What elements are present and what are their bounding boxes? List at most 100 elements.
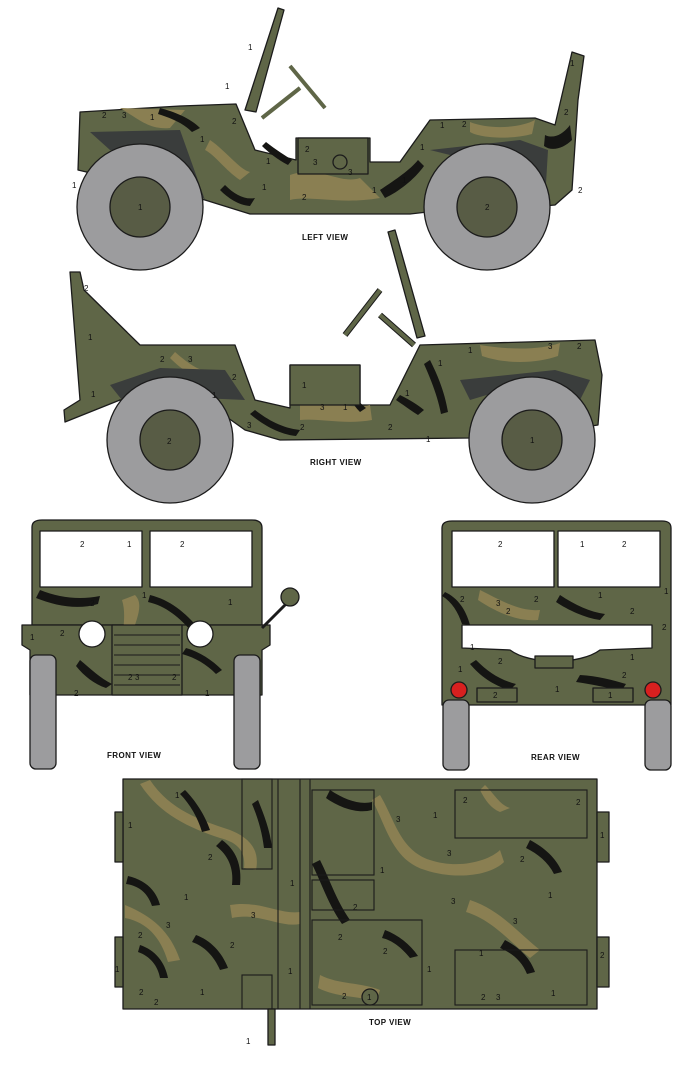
camo-blotch	[326, 790, 372, 812]
camo-blotch	[312, 860, 350, 924]
camo-label: 2	[485, 203, 490, 212]
camo-label: 2	[564, 108, 569, 117]
camo-label: 1	[150, 113, 155, 122]
camo-band	[372, 795, 504, 876]
camo-blotch	[576, 675, 626, 690]
camo-blotch	[126, 876, 160, 906]
hood-side-left	[114, 811, 124, 863]
camo-label: 1	[72, 181, 77, 190]
camo-label: 1	[248, 43, 253, 52]
camo-blotch	[192, 935, 228, 970]
camo-label: 1	[630, 653, 635, 662]
camo-label: 1	[288, 967, 293, 976]
camo-label: 2	[353, 903, 358, 912]
rear-right-tire	[644, 699, 672, 771]
front-view-caption: FRONT VIEW	[107, 751, 161, 760]
top-view-caption: TOP VIEW	[369, 1018, 411, 1027]
camo-label: 2	[577, 342, 582, 351]
camo-label: 2	[630, 607, 635, 616]
camo-label: 2	[160, 355, 165, 364]
camo-label: 2	[84, 284, 89, 293]
camo-blotch	[396, 395, 424, 415]
camo-blotch	[442, 592, 470, 625]
camo-label: 1	[570, 59, 575, 68]
camo-blotch	[252, 800, 272, 848]
camo-label: 1	[205, 689, 210, 698]
left-taillight	[450, 681, 468, 699]
camo-label: 2	[576, 798, 581, 807]
camo-band	[205, 140, 250, 180]
camo-label: 2	[342, 992, 347, 1001]
rear-left-tire	[442, 699, 470, 771]
camo-label: 1	[433, 811, 438, 820]
camo-label: 1	[128, 821, 133, 830]
camo-band	[140, 780, 257, 870]
camo-blotch	[220, 185, 255, 206]
camo-label: 1	[479, 949, 484, 958]
rear-step-right	[592, 687, 634, 703]
camo-label: 1	[580, 540, 585, 549]
windshield-glass-left	[39, 530, 143, 588]
camo-label: 2	[302, 193, 307, 202]
camo-label: 2	[138, 931, 143, 940]
camo-label: 2	[167, 437, 172, 446]
camo-blotch	[382, 930, 418, 958]
camo-label: 1	[530, 436, 535, 445]
camo-band	[480, 785, 510, 812]
camo-label: 2	[154, 998, 159, 1007]
camo-label: 2	[662, 623, 667, 632]
camo-label: 2	[498, 540, 503, 549]
tailgate-plate	[534, 655, 574, 669]
camo-band	[300, 403, 372, 422]
spare-mount-top	[596, 811, 610, 863]
camo-band	[290, 172, 380, 201]
camo-label: 1	[138, 203, 143, 212]
camo-label: 2	[80, 540, 85, 549]
camo-blotch	[500, 940, 535, 974]
camo-label: 1	[664, 587, 669, 596]
front-view: 2 1 2 2 1 1 1 2 2 3 2 2 1 FRONT VIEW	[21, 519, 300, 770]
rear-glass-right	[557, 530, 661, 588]
mirror	[280, 587, 300, 607]
camo-label: 2	[305, 145, 310, 154]
top-view: 1 1 2 1 3 2 1 2 2 3 2 1 1 3 1 1 2 3 2 2 …	[114, 778, 610, 1046]
camo-label: 3	[251, 911, 256, 920]
right-front-wheel	[468, 376, 596, 504]
camo-label: 1	[91, 390, 96, 399]
camo-blotch	[182, 648, 222, 674]
camo-blotch	[424, 360, 448, 414]
camo-blotch	[262, 142, 292, 165]
camo-label: 2	[578, 186, 583, 195]
camo-label: 2	[462, 120, 467, 129]
camo-label: 2	[498, 657, 503, 666]
camo-label: 2	[520, 855, 525, 864]
camo-blotch	[148, 595, 200, 632]
camo-band	[230, 903, 300, 925]
left-front-wheel	[76, 143, 204, 271]
camo-label: 1	[468, 346, 473, 355]
camo-blotch	[158, 108, 200, 132]
camo-label: 2	[481, 993, 486, 1002]
camo-label: 3	[548, 342, 553, 351]
camo-blotch	[250, 410, 300, 436]
camo-label: 2	[139, 988, 144, 997]
camo-label: 1	[212, 391, 217, 400]
camo-blotch	[556, 595, 605, 620]
camo-label: 3	[247, 421, 252, 430]
camo-band	[470, 120, 535, 138]
camo-label: 2	[460, 595, 465, 604]
right-headlight	[186, 620, 214, 648]
camo-label: 2	[60, 629, 65, 638]
camo-label: 1	[200, 135, 205, 144]
rear-view-caption: REAR VIEW	[531, 753, 580, 762]
camo-label: 2	[388, 423, 393, 432]
windshield-glass-right	[149, 530, 253, 588]
camo-label: 2	[232, 117, 237, 126]
camo-label: 3	[135, 673, 140, 682]
camo-label: 1	[372, 186, 377, 195]
camo-label: 1	[548, 891, 553, 900]
camo-label: 3	[166, 921, 171, 930]
right-view-caption: RIGHT VIEW	[310, 458, 362, 467]
camo-label: 2	[338, 933, 343, 942]
camo-label: 1	[555, 685, 560, 694]
